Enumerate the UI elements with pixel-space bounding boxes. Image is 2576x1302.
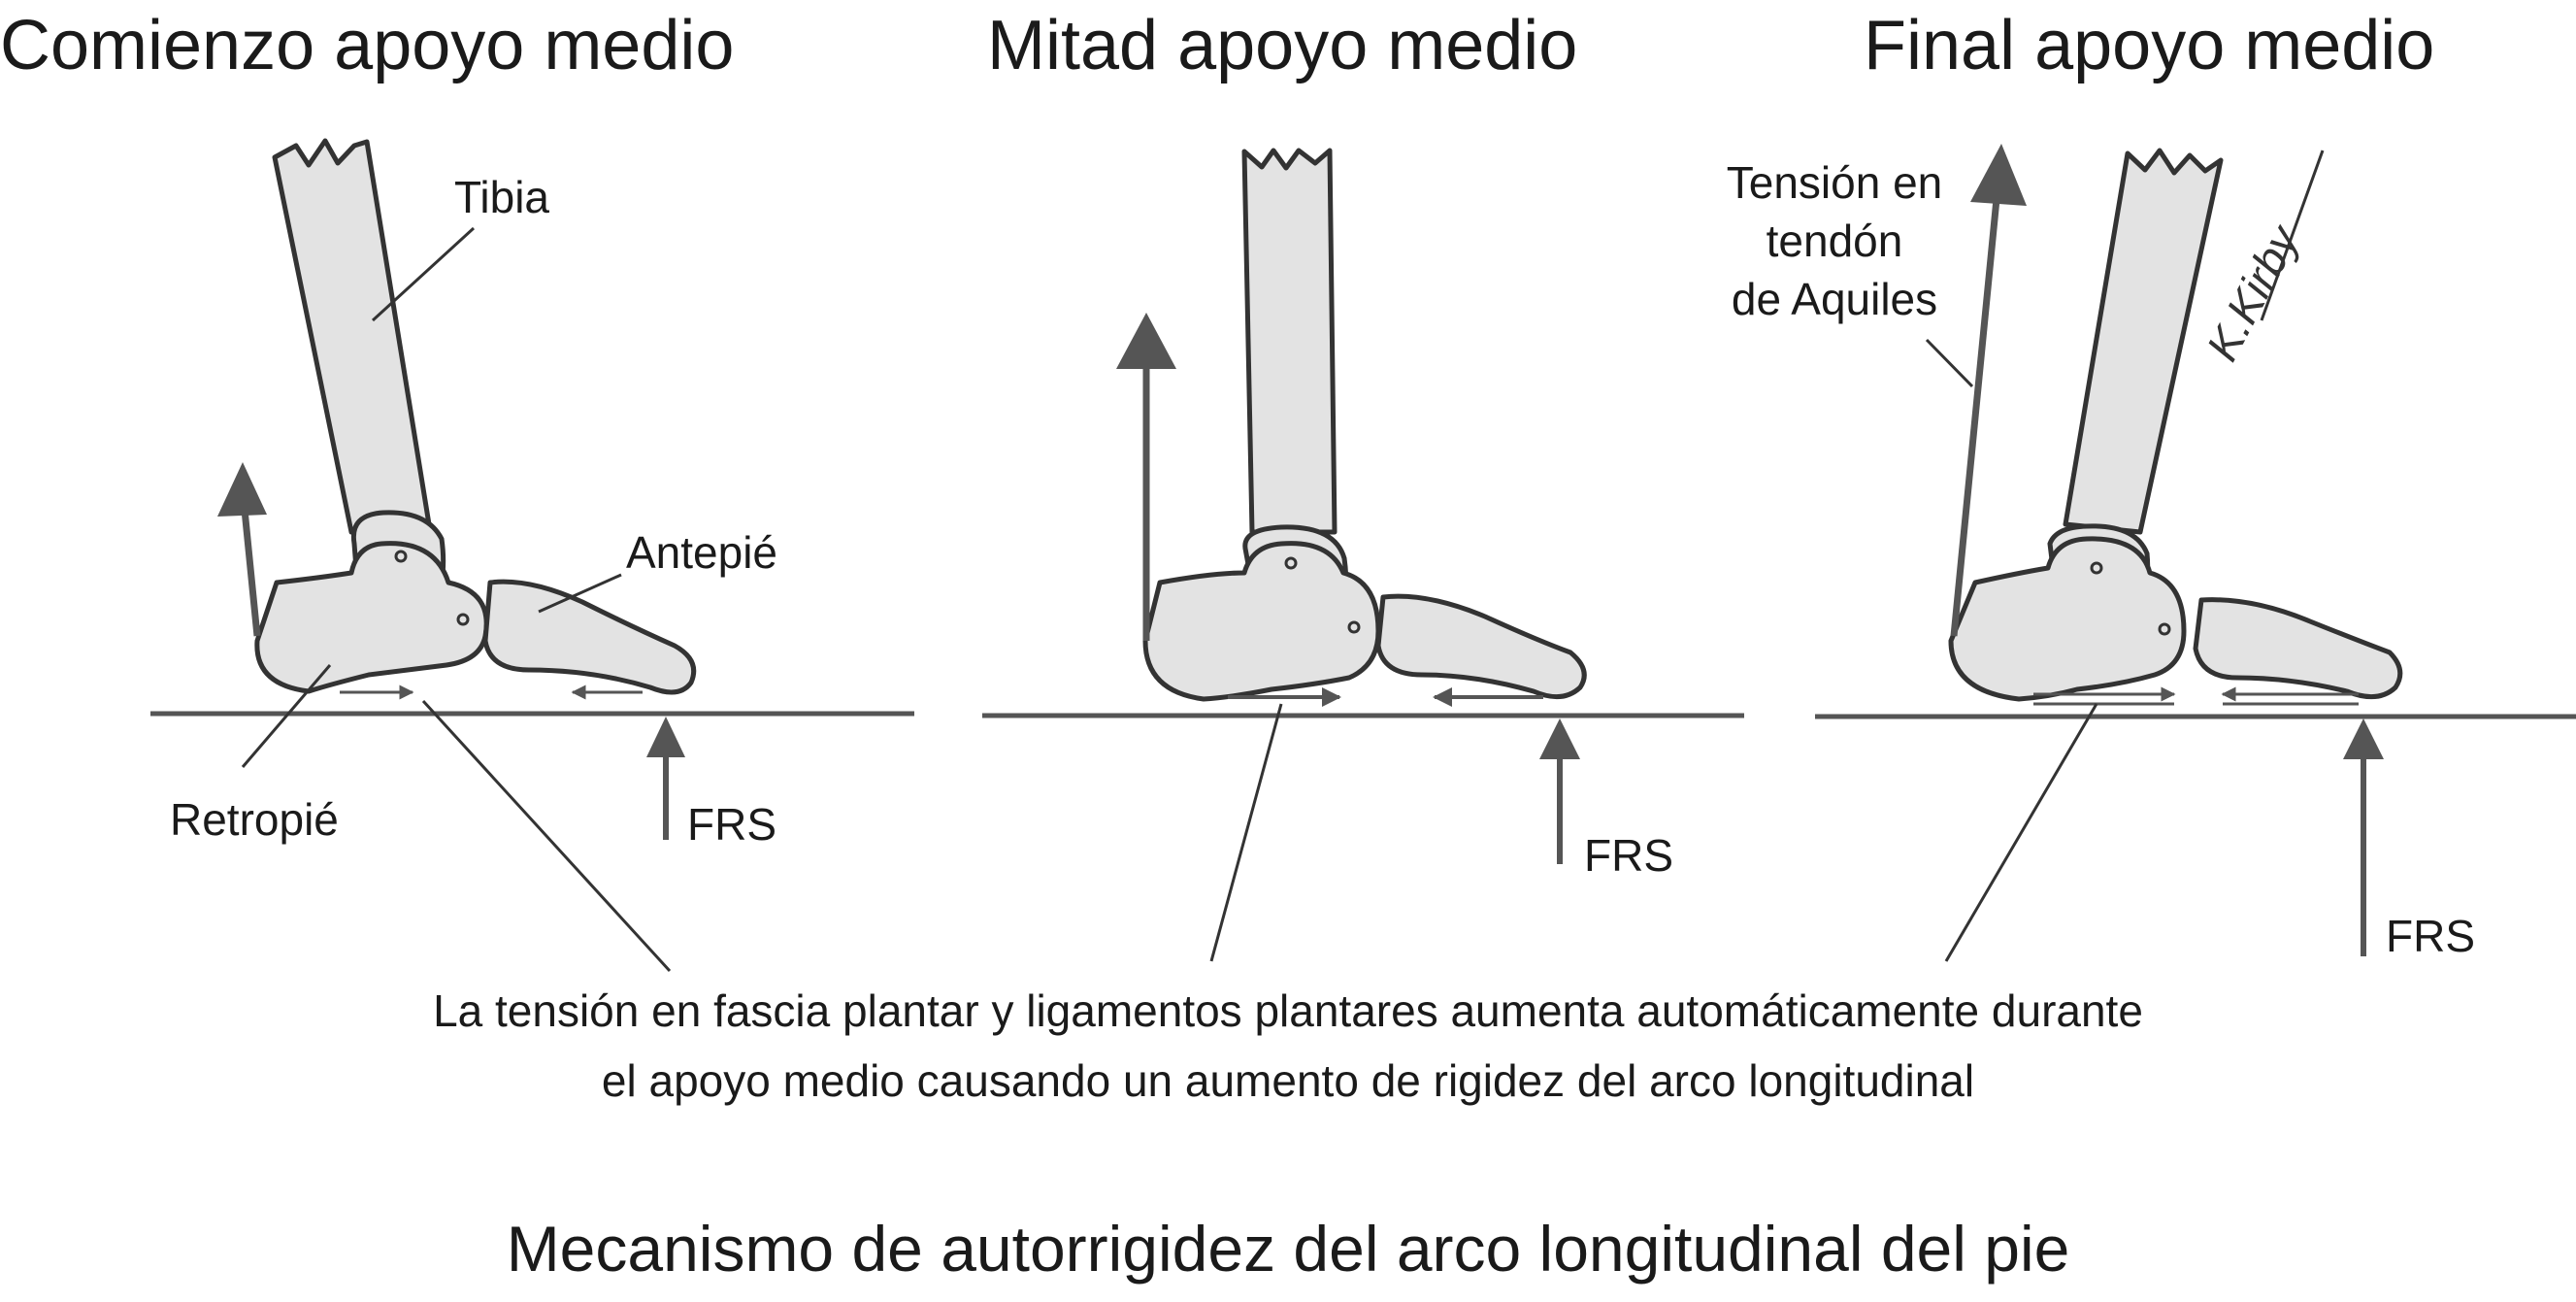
leader-line-tibia — [371, 226, 476, 322]
panel-1-drawing — [150, 138, 914, 973]
antepie-label: Antepié — [626, 527, 778, 578]
achilles-arrow — [1950, 198, 2000, 637]
achilles-arrow — [241, 509, 261, 637]
joint-dot — [456, 613, 470, 626]
joint-dot — [394, 550, 408, 563]
achilles-arrowhead — [217, 462, 267, 517]
frs-label-1: FRS — [687, 799, 776, 850]
achilles-label-line-3: de Aquiles — [1731, 274, 1938, 324]
frs-label-2: FRS — [1584, 830, 1673, 881]
leader-line-caption-1 — [421, 699, 672, 973]
forefoot-bone — [1375, 593, 1587, 700]
tibia-bone — [272, 138, 432, 535]
frs-arrowhead — [2343, 718, 2384, 759]
frs-arrowhead — [1539, 718, 1580, 759]
retropie-label: Retropié — [170, 794, 339, 845]
rearfoot-bone — [254, 541, 489, 694]
leader-line-retropie — [241, 664, 332, 768]
achilles-arrowhead — [1970, 144, 2027, 206]
panel-2-title: Mitad apoyo medio — [987, 7, 1578, 84]
achilles-label: Tensión en tendón de Aquiles — [1689, 153, 1980, 328]
joint-dot — [1347, 620, 1361, 634]
rearfoot-bone — [1948, 536, 2187, 702]
joint-dot — [1284, 556, 1298, 570]
leader-line-antepie — [538, 573, 622, 614]
caption-line-1: La tensión en fascia plantar y ligamento… — [433, 985, 2143, 1036]
leader-line-caption-3 — [1944, 703, 2098, 962]
panel-3-drawing: K.Kirby — [1815, 144, 2576, 962]
frs-arrowhead — [646, 717, 685, 757]
tibia-label: Tibia — [454, 172, 549, 222]
panel-3-title: Final apoyo medio — [1864, 7, 2435, 84]
forefoot-bone — [2193, 597, 2403, 700]
panel-2-drawing — [982, 148, 1744, 962]
leader-line-achilles — [1925, 338, 1974, 388]
achilles-label-line-2: tendón — [1766, 216, 1903, 266]
signature: K.Kirby — [2196, 216, 2310, 369]
achilles-label-line-1: Tensión en — [1726, 157, 1943, 208]
signature-stroke — [2260, 150, 2325, 321]
main-title: Mecanismo de autorrigidez del arco longi… — [506, 1213, 2070, 1285]
panel-1-title: Comienzo apoyo medio — [0, 7, 735, 84]
leader-line-caption-2 — [1209, 703, 1283, 962]
frs-label-3: FRS — [2386, 911, 2475, 961]
joint-dot — [2090, 561, 2103, 575]
achilles-arrowhead — [1116, 313, 1176, 369]
caption-line-2: el apoyo medio causando un aumento de ri… — [601, 1055, 1975, 1106]
joint-dot — [2158, 622, 2171, 636]
forefoot-bone — [482, 579, 697, 695]
tibia-bone — [1241, 148, 1338, 535]
